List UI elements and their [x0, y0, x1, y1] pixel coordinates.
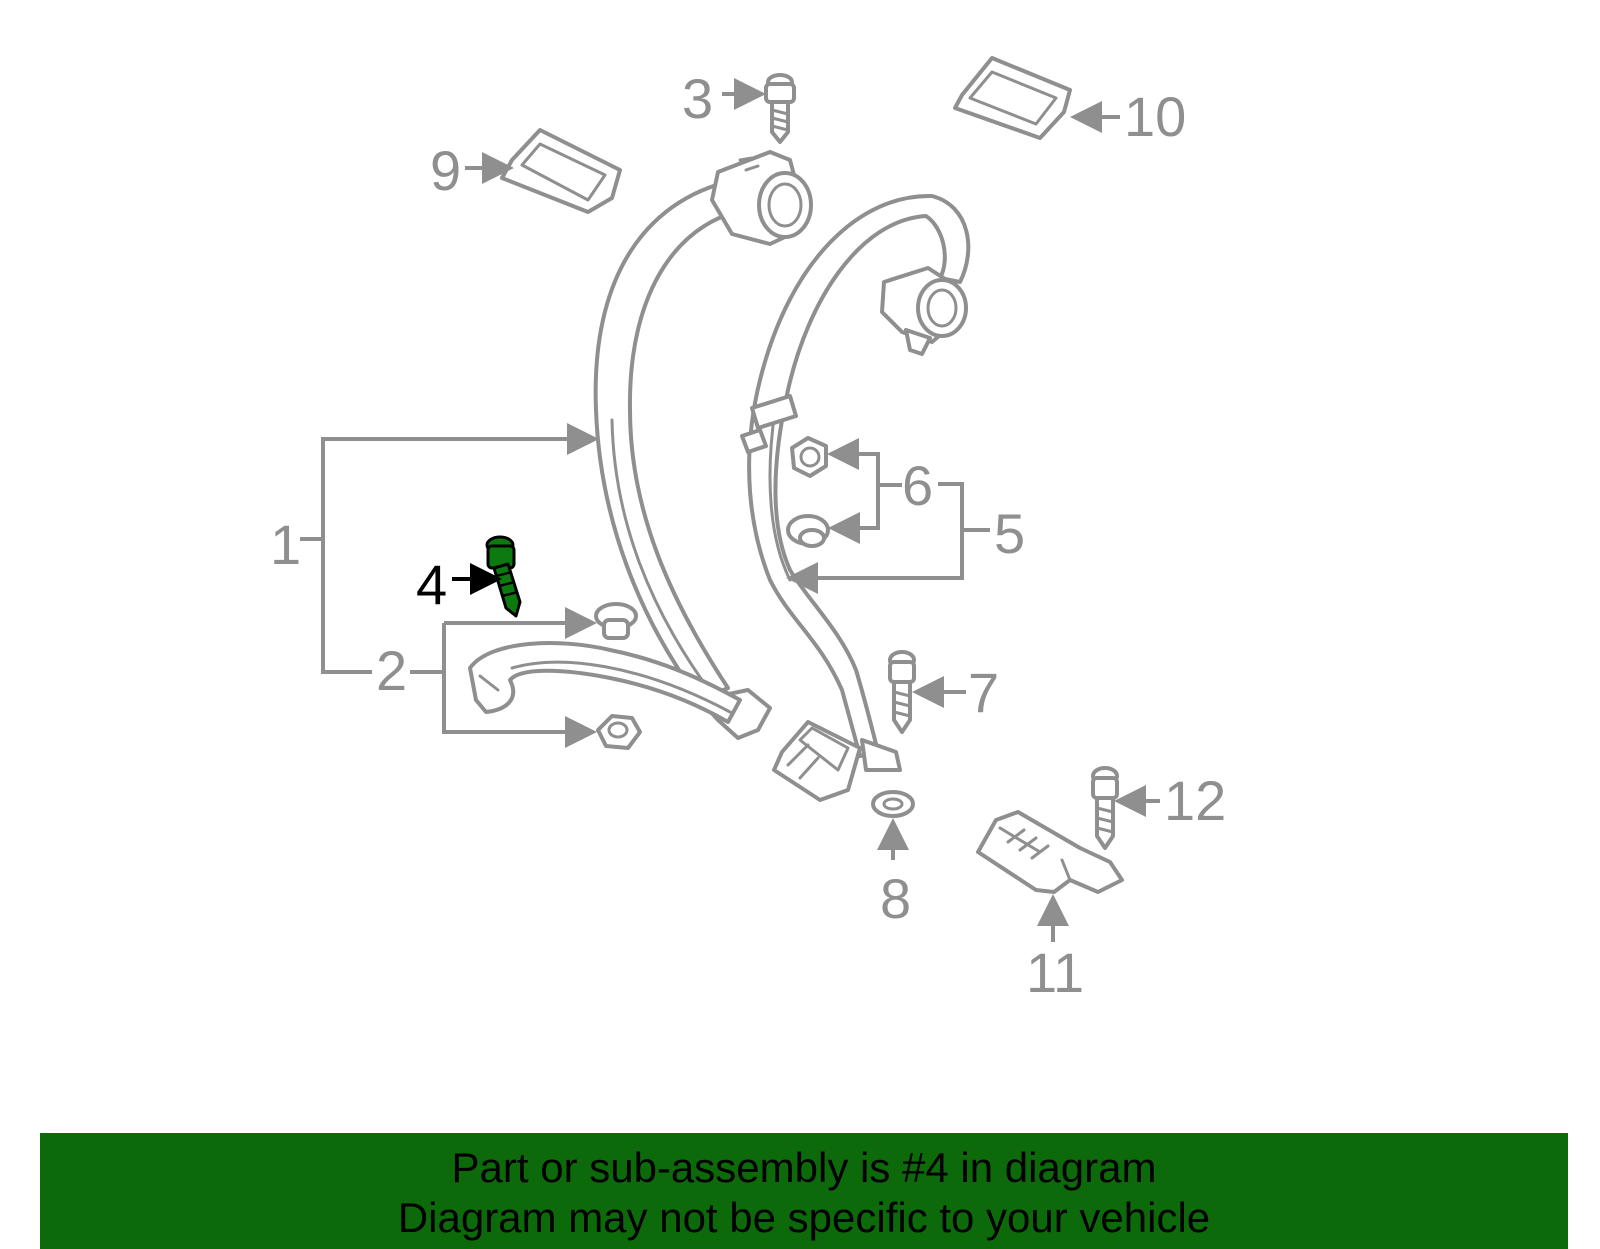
callout-labels: 1 2 3 4 5 6 7 8 9 10 11 12 — [270, 67, 1226, 1004]
leader-lines — [300, 78, 1160, 942]
retractor-upper — [710, 150, 813, 246]
nut-part-6-lower[interactable] — [786, 514, 830, 548]
seat-belt-part-1[interactable] — [593, 150, 813, 740]
callout-10[interactable]: 10 — [1124, 85, 1186, 148]
callout-12[interactable]: 12 — [1164, 769, 1226, 832]
callout-4[interactable]: 4 — [416, 553, 447, 616]
parts-diagram: 1 2 3 4 5 6 7 8 9 10 11 12 — [270, 56, 1226, 1004]
nut-part-6-upper[interactable] — [790, 436, 828, 478]
lower-belt-part-2[interactable] — [468, 641, 742, 724]
callout-2[interactable]: 2 — [376, 639, 407, 702]
bolt-part-7[interactable] — [888, 650, 916, 734]
anchor-part-11[interactable] — [976, 810, 1124, 894]
trim-cover-part-9[interactable] — [500, 128, 622, 214]
fastener-part-2-upper[interactable] — [594, 602, 638, 640]
bolt-part-4-highlighted[interactable] — [485, 535, 522, 618]
bolt-part-3[interactable] — [764, 73, 796, 144]
callout-6[interactable]: 6 — [902, 454, 933, 517]
buckle-assembly[interactable] — [772, 720, 862, 802]
callout-7[interactable]: 7 — [968, 661, 999, 724]
callout-9[interactable]: 9 — [430, 139, 461, 202]
bolt-part-12[interactable] — [1091, 766, 1119, 850]
callout-3[interactable]: 3 — [682, 67, 713, 130]
banner-line-part-number: Part or sub-assembly is #4 in diagram — [451, 1144, 1157, 1191]
banner-line-disclaimer: Diagram may not be specific to your vehi… — [397, 1194, 1211, 1241]
trim-cover-part-10[interactable] — [953, 56, 1072, 140]
callout-5[interactable]: 5 — [994, 502, 1025, 565]
washer-part-8[interactable] — [871, 790, 915, 818]
callout-11[interactable]: 11 — [1026, 941, 1084, 1004]
callout-1[interactable]: 1 — [270, 513, 301, 576]
seat-belt-part-5[interactable] — [740, 193, 971, 772]
retractor-rear — [880, 266, 968, 356]
fastener-part-2-lower[interactable] — [596, 714, 642, 750]
callout-8[interactable]: 8 — [880, 867, 911, 930]
info-banner: Part or sub-assembly is #4 in diagram Di… — [40, 1133, 1568, 1249]
